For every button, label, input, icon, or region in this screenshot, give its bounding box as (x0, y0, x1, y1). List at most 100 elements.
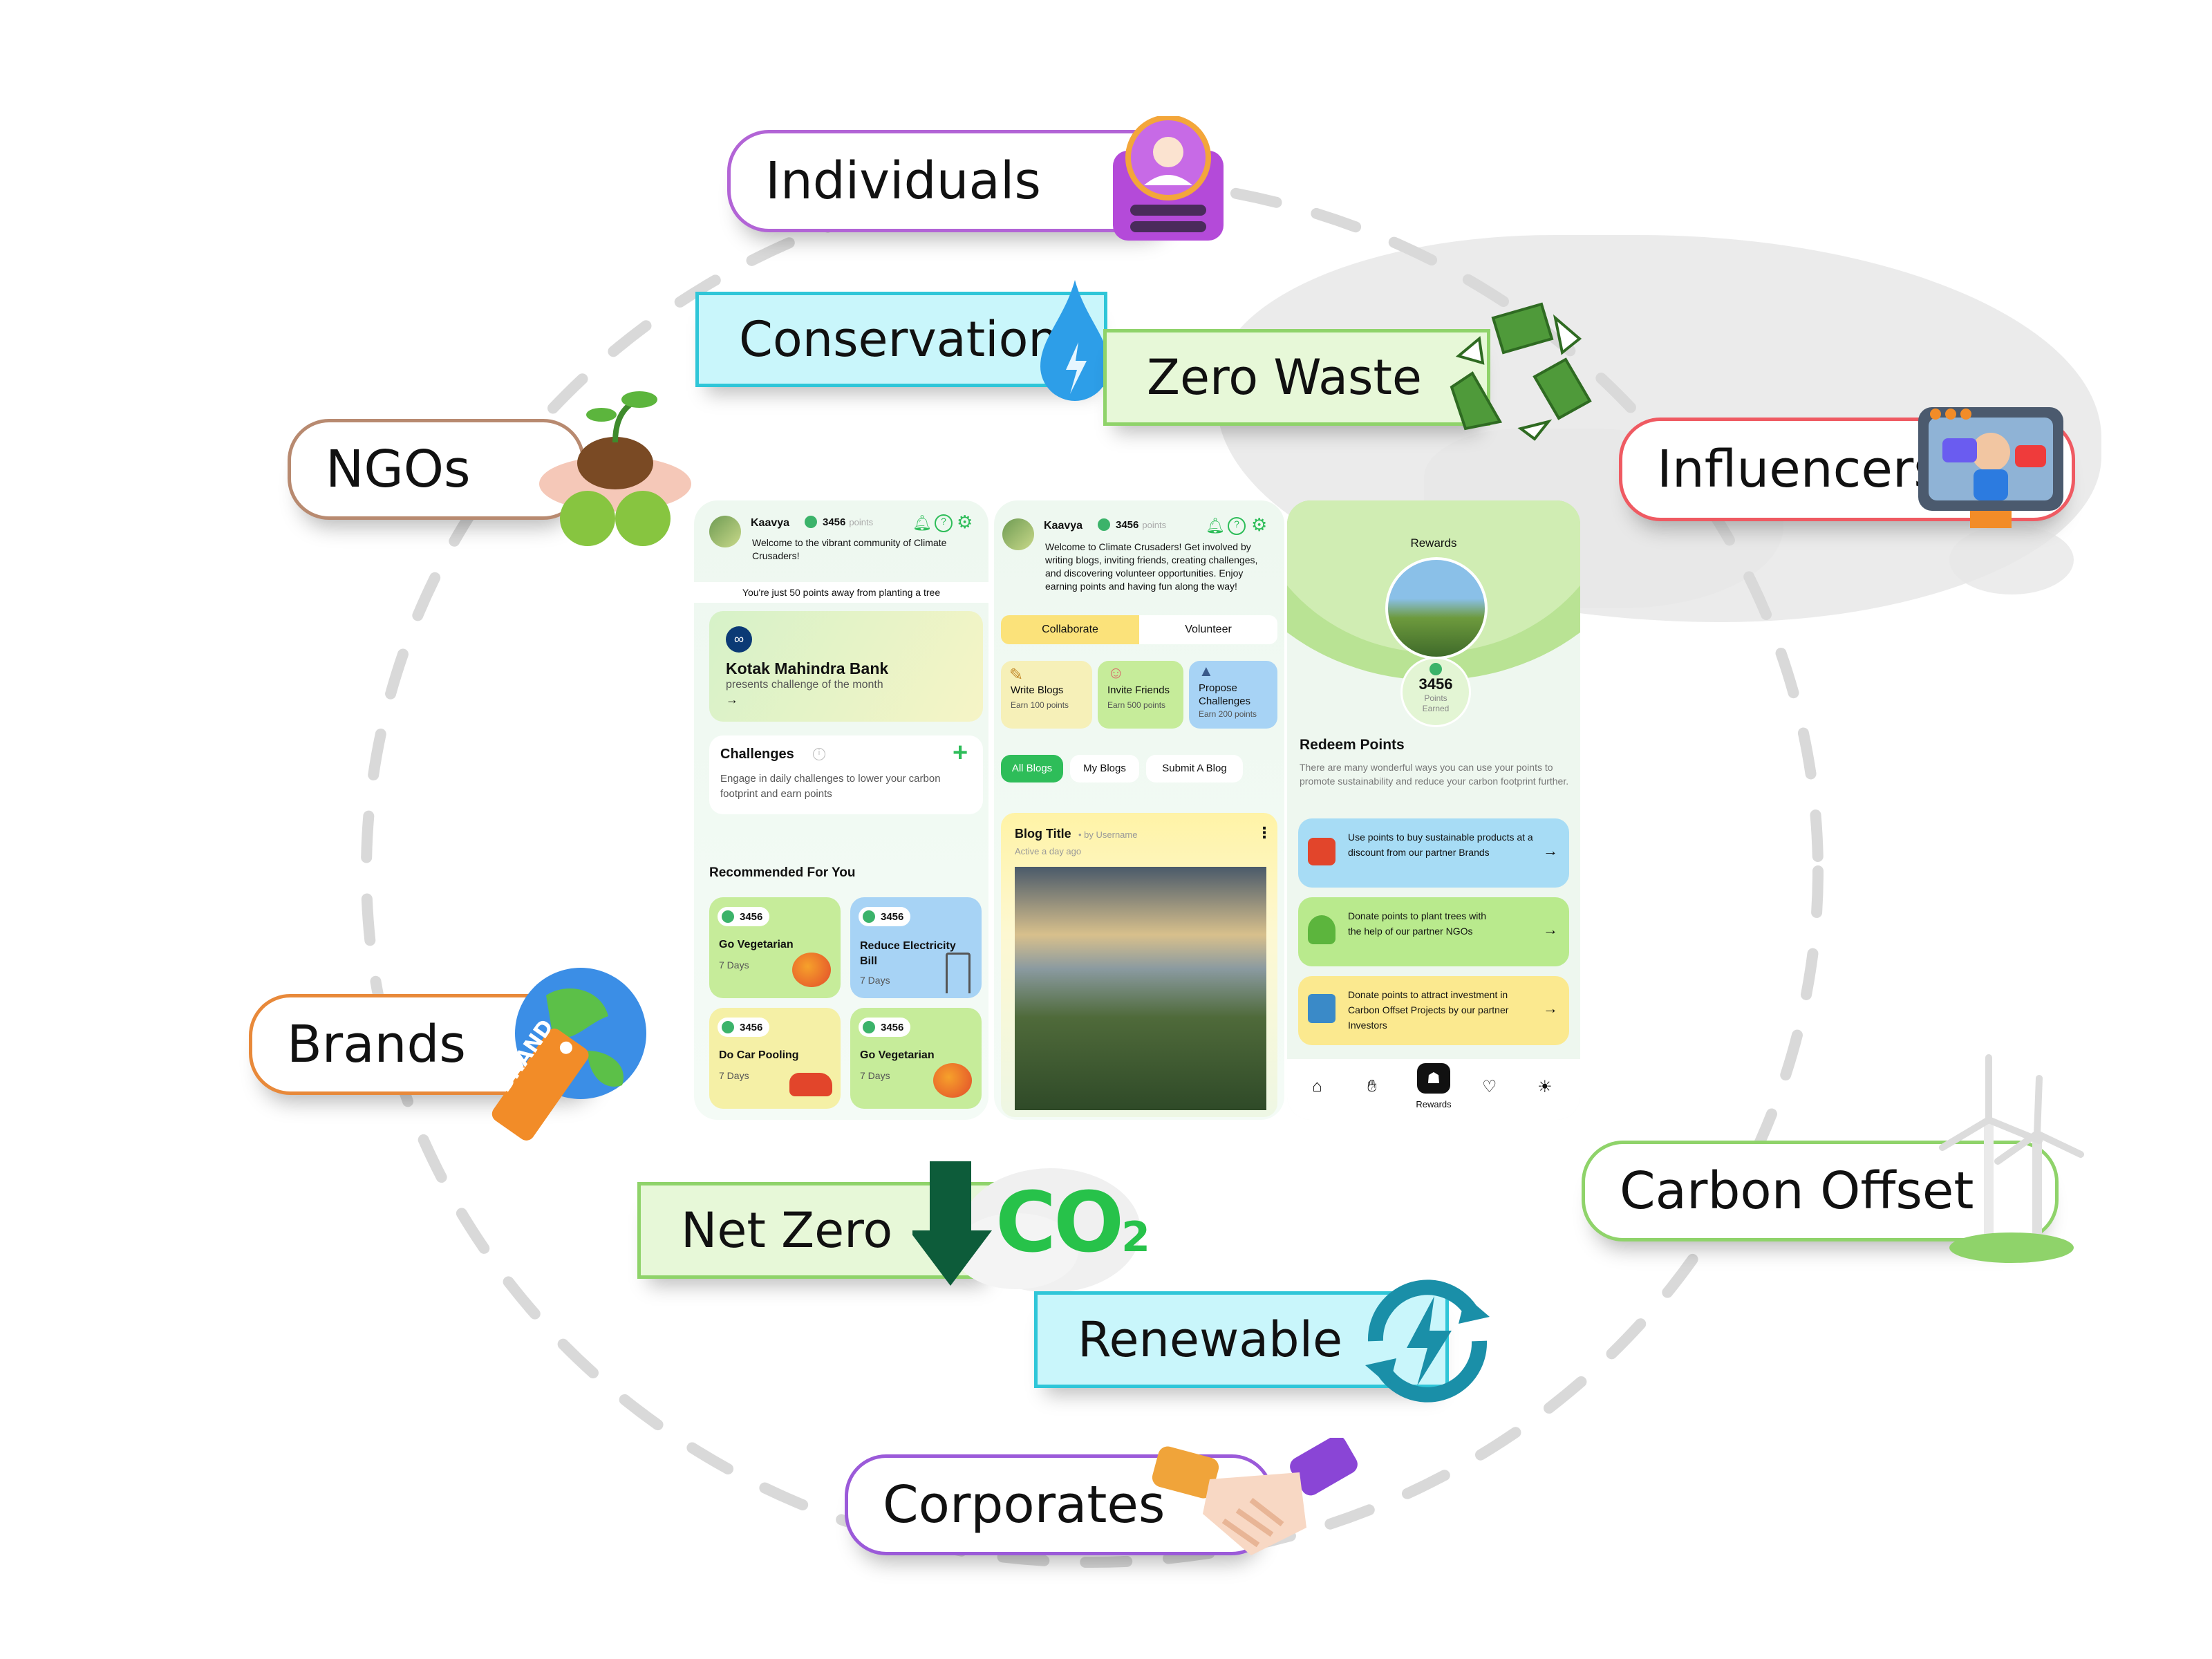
rec-card[interactable]: 3456 Go Vegetarian 7 Days (850, 1008, 982, 1109)
vegetables-icon (792, 953, 831, 987)
help-icon[interactable]: ? (1228, 517, 1246, 535)
rec-points: 3456 (859, 1018, 911, 1037)
tab-my-blogs[interactable]: My Blogs (1070, 755, 1139, 782)
option-text: Use points to buy sustainable products a… (1348, 832, 1533, 858)
rec-card[interactable]: 3456 Go Vegetarian 7 Days (709, 897, 841, 998)
arrow-right-icon[interactable]: → (1543, 1000, 1558, 1017)
more-options-icon[interactable]: ⋮ (1257, 824, 1272, 841)
car-icon (789, 1073, 832, 1096)
bell-icon[interactable]: 🔔︎ (1206, 517, 1225, 534)
rec-card[interactable]: 3456 Do Car Pooling 7 Days (709, 1008, 841, 1109)
carbon-offset-text: Carbon Offset (1620, 1161, 1974, 1221)
notice-bar: You're just 50 points away from planting… (694, 582, 988, 603)
app-collaborate-panel: Kaavya 3456 points 🔔︎ ? ⚙ Welcome to Cli… (994, 500, 1284, 1120)
arrow-right-icon[interactable]: → (1543, 842, 1558, 859)
arrow-right-icon[interactable]: → (1543, 921, 1558, 938)
points-icon (805, 516, 817, 528)
action-subtitle: Earn 200 points (1199, 709, 1257, 719)
write-blogs-button[interactable]: ✎ Write Blogs Earn 100 points (1001, 661, 1092, 729)
points-icon (1430, 663, 1442, 675)
co2-text: CO2 (995, 1175, 1150, 1271)
blog-author: • by Username (1078, 830, 1138, 840)
add-challenge-button[interactable]: + (953, 738, 968, 767)
avatar[interactable] (1002, 518, 1034, 550)
investment-box-icon (1308, 994, 1335, 1023)
rec-days: 7 Days (719, 1070, 749, 1081)
points-value: 3456 (1116, 518, 1139, 531)
rec-points: 3456 (718, 1018, 770, 1037)
ngos-text: NGOs (326, 440, 471, 499)
redeem-carbon-offset-option[interactable]: Donate points to attract investment in C… (1298, 976, 1569, 1045)
option-text: Donate points to attract investment in C… (1348, 989, 1509, 1031)
blog-landscape-image (1015, 867, 1266, 1110)
vegetables-icon (933, 1063, 972, 1098)
wind-turbine-icon (1936, 1044, 2088, 1265)
individual-person-icon (1106, 116, 1230, 247)
corporates-text: Corporates (883, 1475, 1165, 1535)
propose-challenges-button[interactable]: ▲ Propose Challenges Earn 200 points (1189, 661, 1277, 729)
avatar[interactable] (709, 516, 741, 547)
bank-logo-icon: ∞ (726, 626, 752, 653)
pencil-icon: ✎ (1009, 666, 1024, 684)
tab-collaborate[interactable]: Collaborate (1001, 615, 1139, 644)
power-tower-icon (946, 953, 971, 993)
blog-card[interactable]: Blog Title • by Username Active a day ag… (1001, 813, 1277, 1117)
nav-home-icon[interactable]: ⌂ (1312, 1077, 1322, 1096)
rec-days: 7 Days (860, 975, 890, 986)
rec-title: Do Car Pooling (719, 1049, 799, 1061)
nav-rewards-icon[interactable]: ☗ (1417, 1063, 1450, 1094)
redeem-brands-option[interactable]: Use points to buy sustainable products a… (1298, 818, 1569, 888)
nav-ideas-icon[interactable]: ☀ (1537, 1078, 1553, 1096)
rec-points: 3456 (859, 907, 911, 926)
seedling-hands-icon (532, 380, 698, 553)
sponsor-name: Kotak Mahindra Bank (726, 659, 889, 677)
app-home-panel: Kaavya 3456 points 🔔︎ ? ⚙ Welcome to the… (694, 500, 988, 1120)
sponsor-arrow[interactable]: → (726, 693, 738, 706)
action-subtitle: Earn 500 points (1107, 700, 1166, 710)
shopping-bag-icon (1308, 838, 1335, 865)
rec-card[interactable]: 3456 Reduce Electricity Bill 7 Days (850, 897, 982, 998)
redeem-ngos-option[interactable]: Donate points to plant trees with the he… (1298, 897, 1569, 966)
nav-rewards-label: Rewards (1416, 1099, 1452, 1109)
points-label: points (1142, 519, 1167, 530)
help-icon[interactable]: ? (935, 514, 953, 532)
gear-icon[interactable]: ⚙ (957, 512, 973, 532)
rec-title: Reduce Electricity Bill (860, 940, 956, 967)
points-icon (1098, 518, 1110, 531)
app-rewards-panel: Rewards 3456 Points Earned Redeem Points… (1287, 500, 1580, 1120)
points-label: points (849, 516, 874, 527)
renewable-text: Renewable (1078, 1311, 1343, 1368)
invite-friends-button[interactable]: ☺ Invite Friends Earn 500 points (1098, 661, 1183, 729)
zero-waste-label: Zero Waste (1103, 329, 1490, 426)
rec-title: Go Vegetarian (860, 1049, 935, 1061)
action-title: Propose Challenges (1199, 682, 1251, 707)
welcome-text: Welcome to the vibrant community of Clim… (752, 537, 947, 561)
brands-text: Brands (287, 1015, 466, 1074)
bell-icon[interactable]: 🔔︎ (912, 514, 932, 532)
sponsor-card[interactable]: ∞ Kotak Mahindra Bank presents challenge… (709, 611, 983, 722)
challenges-title: Challenges (720, 747, 794, 762)
water-drop-icon (1037, 276, 1113, 408)
challenges-description: Engage in daily challenges to lower your… (720, 773, 941, 800)
rec-days: 7 Days (860, 1070, 890, 1081)
tab-all-blogs[interactable]: All Blogs (1001, 755, 1063, 782)
nav-challenges-icon[interactable]: ✋︎ (1367, 1077, 1377, 1096)
rec-points: 3456 (718, 907, 770, 926)
gear-icon[interactable]: ⚙ (1251, 514, 1268, 535)
corporates-label: Corporates (845, 1454, 1273, 1555)
tab-volunteer[interactable]: Volunteer (1139, 615, 1277, 644)
info-icon: i (813, 748, 825, 760)
action-subtitle: Earn 100 points (1011, 700, 1069, 710)
influencers-text: Influencers (1657, 440, 1940, 499)
tab-submit-blog[interactable]: Submit A Blog (1146, 755, 1243, 782)
action-title: Invite Friends (1107, 684, 1170, 696)
challenges-card[interactable]: Challenges i + Engage in daily challenge… (709, 735, 983, 814)
redeem-description: There are many wonderful ways you can us… (1300, 762, 1569, 787)
rec-title: Go Vegetarian (719, 939, 794, 950)
globe-brand-icon (470, 961, 650, 1141)
blog-time: Active a day ago (1015, 846, 1082, 856)
nav-collaborate-icon[interactable]: ♡ (1482, 1078, 1497, 1096)
carbon-offset-label: Carbon Offset (1582, 1141, 2059, 1241)
rec-days: 7 Days (719, 959, 749, 971)
option-text: Donate points to plant trees with the he… (1348, 910, 1487, 937)
